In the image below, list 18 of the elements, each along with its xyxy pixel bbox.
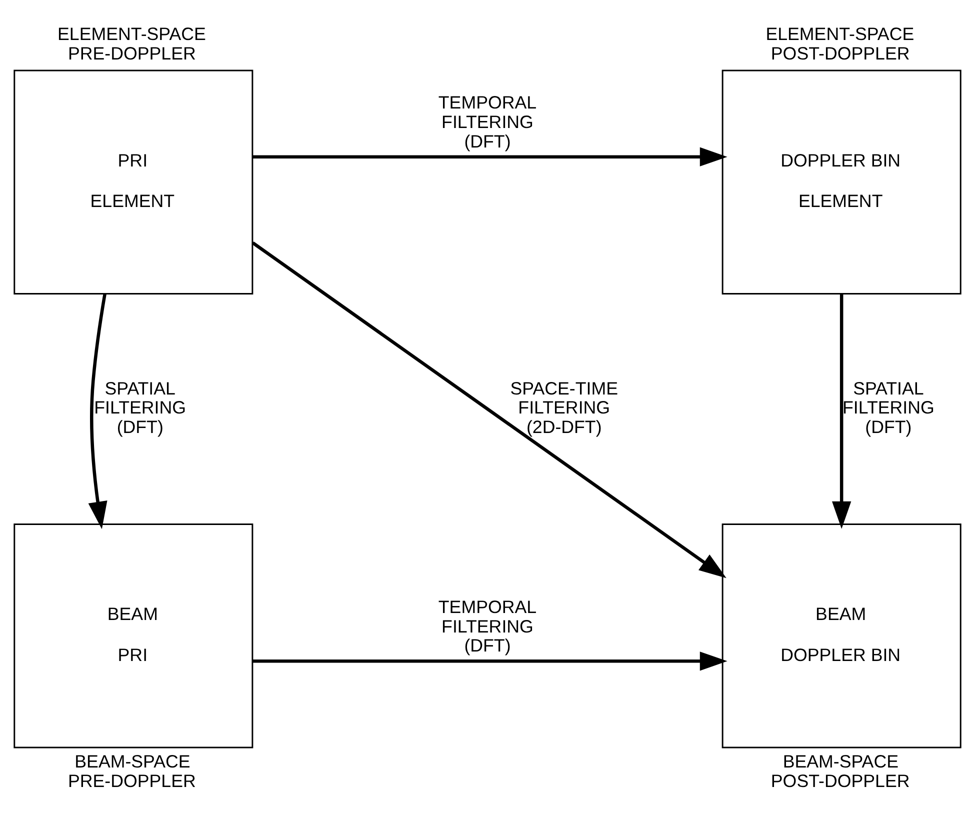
arrow <box>252 241 726 578</box>
edge-label: SPACE-TIME FILTERING (2D-DFT) <box>510 378 618 437</box>
node-label: BEAM-SPACE POST-DOPPLER <box>770 752 910 792</box>
edge-label: TEMPORAL FILTERING (DFT) <box>438 596 537 656</box>
arrow <box>252 652 728 671</box>
node-label: ELEMENT-SPACE POST-DOPPLER <box>766 24 914 64</box>
node-box: BEAM DOPPLER BIN <box>722 524 962 748</box>
edge-label: TEMPORAL FILTERING (DFT) <box>438 92 537 152</box>
arrow <box>832 294 852 529</box>
edge-label: SPATIAL FILTERING (DFT) <box>94 378 186 437</box>
node-box: DOPPLER BIN ELEMENT <box>722 70 962 294</box>
arrow <box>252 147 728 166</box>
node-label: BEAM-SPACE PRE-DOPPLER <box>68 752 196 792</box>
arrow <box>88 294 108 530</box>
edge-label: SPATIAL FILTERING (DFT) <box>842 378 934 437</box>
node-label: ELEMENT-SPACE PRE-DOPPLER <box>58 24 206 64</box>
node-box: BEAM PRI <box>14 524 254 748</box>
node-box: PRI ELEMENT <box>14 70 254 294</box>
